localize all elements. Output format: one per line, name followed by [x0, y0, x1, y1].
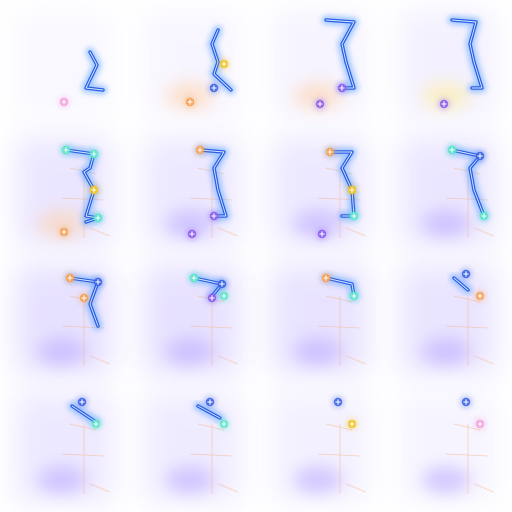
plus-marker-icon — [218, 290, 230, 302]
plus-marker-icon — [474, 418, 486, 430]
plus-marker-icon — [92, 212, 104, 224]
frame-cell — [400, 138, 496, 246]
stroke-highlight — [199, 149, 227, 217]
frame-cell — [400, 10, 496, 118]
ambient-glow — [422, 82, 470, 110]
plus-marker-icon — [460, 396, 472, 408]
plus-marker-icon — [194, 144, 206, 156]
frame-cell — [272, 394, 368, 502]
plus-marker-icon — [478, 210, 490, 222]
plus-marker-icon — [204, 396, 216, 408]
plus-marker-icon — [332, 396, 344, 408]
ambient-glow — [166, 210, 214, 238]
stroke-highlight — [325, 19, 355, 89]
plus-marker-icon — [64, 272, 76, 284]
stroke-highlight — [197, 405, 221, 419]
frame-cell — [16, 394, 112, 502]
guide-lines — [445, 295, 495, 366]
frame-cell — [144, 10, 240, 118]
guide-lines — [317, 295, 367, 366]
plus-marker-icon — [314, 98, 326, 110]
ambient-glow — [422, 338, 470, 366]
ambient-glow — [38, 210, 86, 238]
plus-marker-icon — [324, 146, 336, 158]
plus-marker-icon — [446, 144, 458, 156]
plus-marker-icon — [92, 276, 104, 288]
ambient-glow — [294, 82, 342, 110]
stroke-highlight — [211, 29, 232, 91]
plus-marker-icon — [58, 226, 70, 238]
ambient-glow — [294, 466, 342, 494]
frame-cell — [272, 10, 368, 118]
stroke-highlight — [451, 149, 485, 217]
stroke-highlight — [453, 277, 469, 291]
frame-cell — [144, 266, 240, 374]
ambient-glow — [38, 338, 86, 366]
plus-marker-icon — [206, 292, 218, 304]
stroke-highlight — [85, 51, 104, 91]
plus-marker-icon — [78, 292, 90, 304]
guide-lines — [445, 423, 495, 494]
guide-lines — [317, 423, 367, 494]
frame-cell — [144, 138, 240, 246]
plus-marker-icon — [184, 96, 196, 108]
plus-marker-icon — [208, 82, 220, 94]
ambient-glow — [38, 466, 86, 494]
guide-lines — [61, 423, 111, 494]
plus-marker-icon — [348, 290, 360, 302]
frame-cell — [400, 394, 496, 502]
stroke-highlight — [71, 405, 97, 423]
ambient-glow — [422, 210, 470, 238]
plus-marker-icon — [348, 210, 360, 222]
frame-cell — [272, 266, 368, 374]
frame-cell — [400, 266, 496, 374]
plus-marker-icon — [474, 290, 486, 302]
ambient-glow — [166, 338, 214, 366]
guide-lines — [189, 423, 239, 494]
plus-marker-icon — [346, 418, 358, 430]
ambient-glow — [294, 338, 342, 366]
stroke-highlight — [69, 277, 99, 327]
plus-marker-icon — [188, 272, 200, 284]
ambient-glow — [422, 466, 470, 494]
plus-marker-icon — [438, 98, 450, 110]
plus-marker-icon — [218, 418, 230, 430]
frame-cell — [16, 266, 112, 374]
plus-marker-icon — [216, 278, 228, 290]
frame-cell — [16, 138, 112, 246]
plus-marker-icon — [60, 144, 72, 156]
plus-marker-icon — [90, 418, 102, 430]
ambient-glow — [294, 210, 342, 238]
plus-marker-icon — [460, 268, 472, 280]
frame-cell — [16, 10, 112, 118]
stroke-highlight — [451, 19, 483, 89]
plus-marker-icon — [316, 228, 328, 240]
plus-marker-icon — [346, 184, 358, 196]
plus-marker-icon — [76, 396, 88, 408]
frame-cell — [144, 394, 240, 502]
frame-cell — [272, 138, 368, 246]
plus-marker-icon — [320, 272, 332, 284]
plus-marker-icon — [58, 96, 70, 108]
plus-marker-icon — [186, 228, 198, 240]
plus-marker-icon — [88, 148, 100, 160]
ambient-glow — [166, 466, 214, 494]
plus-marker-icon — [218, 58, 230, 70]
plus-marker-icon — [208, 210, 220, 222]
plus-marker-icon — [88, 184, 100, 196]
plus-marker-icon — [336, 82, 348, 94]
plus-marker-icon — [474, 150, 486, 162]
